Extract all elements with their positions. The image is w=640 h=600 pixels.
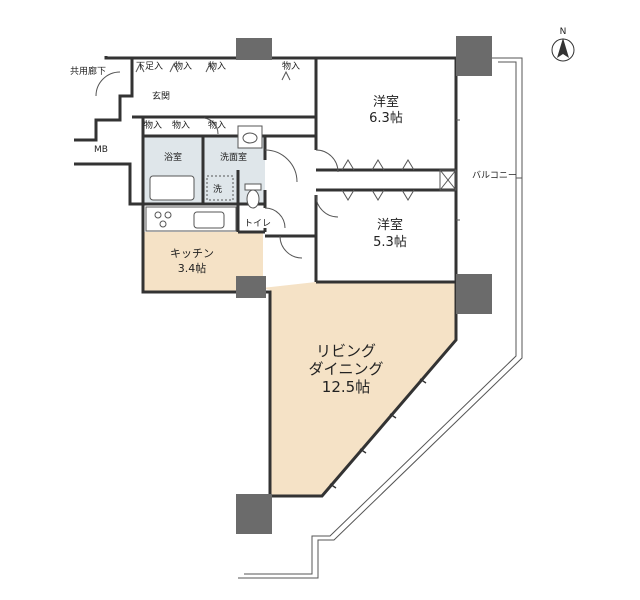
fixtures (145, 119, 460, 232)
window-ticks (329, 378, 427, 489)
structural-columns (236, 36, 492, 534)
bath-label: 浴室 (164, 151, 182, 163)
western-room-2-size: 5.3帖 (373, 235, 407, 250)
western-room-2-name: 洋室 (377, 217, 403, 233)
western-room-1-size: 6.3帖 (369, 111, 403, 126)
living-size: 12.5帖 (322, 378, 370, 396)
toilet-label: トイレ (244, 219, 271, 229)
kitchen-size: 3.4帖 (178, 262, 207, 275)
living-name-2: ダイニング (308, 360, 383, 378)
shoe-storage-label: 下足入 (136, 61, 163, 72)
storage-label-5: 物入 (172, 119, 190, 131)
walls (74, 56, 458, 498)
north-compass: N (551, 27, 575, 62)
kitchen-name: キッチン (170, 247, 214, 260)
storage-label-2: 物入 (208, 60, 226, 72)
living-name-1: リビング (316, 342, 376, 360)
storage-label-1: 物入 (174, 60, 192, 72)
compass-north-label: N (560, 27, 567, 37)
washroom-label: 洗面室 (220, 151, 247, 163)
storage-label-3: 物入 (282, 60, 300, 72)
washer-label: 洗 (213, 183, 222, 195)
living-dining-floor (262, 282, 456, 495)
storage-label-4: 物入 (144, 119, 162, 131)
door-swings (95, 62, 415, 259)
entrance-label: 玄関 (152, 90, 170, 102)
western-room-1-name: 洋室 (373, 94, 399, 110)
mb-label: MB (94, 145, 108, 155)
corridor-label: 共用廊下 (70, 65, 106, 77)
balcony-label: バルコニー (472, 170, 517, 181)
storage-label-6: 物入 (208, 119, 226, 131)
balcony-outline (238, 57, 523, 579)
